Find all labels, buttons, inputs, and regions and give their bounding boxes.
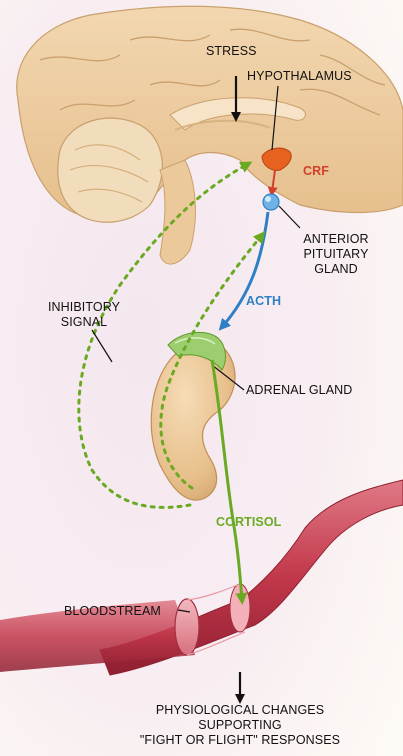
physiological-changes-label: PHYSIOLOGICAL CHANGES SUPPORTING "FIGHT … [110,703,370,748]
stress-label: STRESS [206,44,257,59]
acth-label: ACTH [246,294,281,309]
inhibitory-signal-line-1: INHIBITORY [38,300,130,315]
anterior-pituitary-line-3: GLAND [296,262,376,277]
anterior-pituitary-line-2: PITUITARY [296,247,376,262]
pituitary-gland-shape [263,194,279,210]
cortisol-label: CORTISOL [216,515,281,530]
physiological-changes-line-3: "FIGHT OR FLIGHT" RESPONSES [110,733,370,748]
anterior-pituitary-line-1: ANTERIOR [296,232,376,247]
adrenal-gland-label: ADRENAL GLAND [246,383,352,398]
physiological-changes-line-2: SUPPORTING [110,718,370,733]
physiological-changes-line-1: PHYSIOLOGICAL CHANGES [110,703,370,718]
anterior-pituitary-label: ANTERIOR PITUITARY GLAND [296,232,376,277]
inhibitory-signal-line-2: SIGNAL [38,315,130,330]
crf-label: CRF [303,164,329,179]
pituitary-highlight [265,196,271,202]
bloodstream-label: BLOODSTREAM [64,604,161,619]
hypothalamus-label: HYPOTHALAMUS [247,69,352,84]
inhibitory-signal-label: INHIBITORY SIGNAL [38,300,130,330]
